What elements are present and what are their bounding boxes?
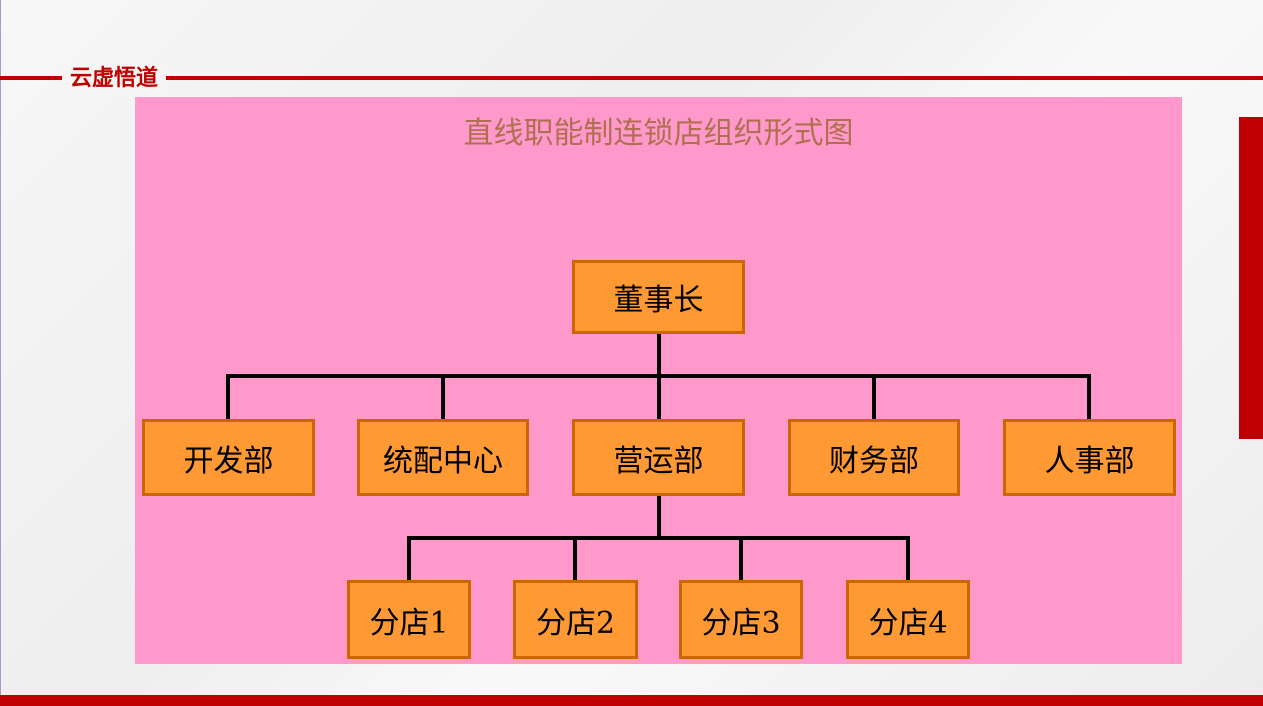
node-store: 分店4 <box>846 580 970 659</box>
node-chairman: 董事长 <box>572 260 745 334</box>
brand-logo: 云虚悟道 <box>62 64 167 94</box>
diagram-title: 直线职能制连锁店组织形式图 <box>463 116 854 151</box>
node-department: 开发部 <box>142 419 315 496</box>
header-rule <box>0 76 1263 80</box>
node-store: 分店2 <box>513 580 638 659</box>
right-accent-bar <box>1239 117 1263 439</box>
node-department: 统配中心 <box>357 419 529 496</box>
node-store: 分店3 <box>679 580 803 659</box>
node-department: 财务部 <box>788 419 960 496</box>
node-department: 营运部 <box>572 419 745 496</box>
footer-bar <box>0 695 1263 706</box>
left-edge <box>0 0 1 706</box>
node-department: 人事部 <box>1003 419 1176 496</box>
node-store: 分店1 <box>347 580 471 659</box>
